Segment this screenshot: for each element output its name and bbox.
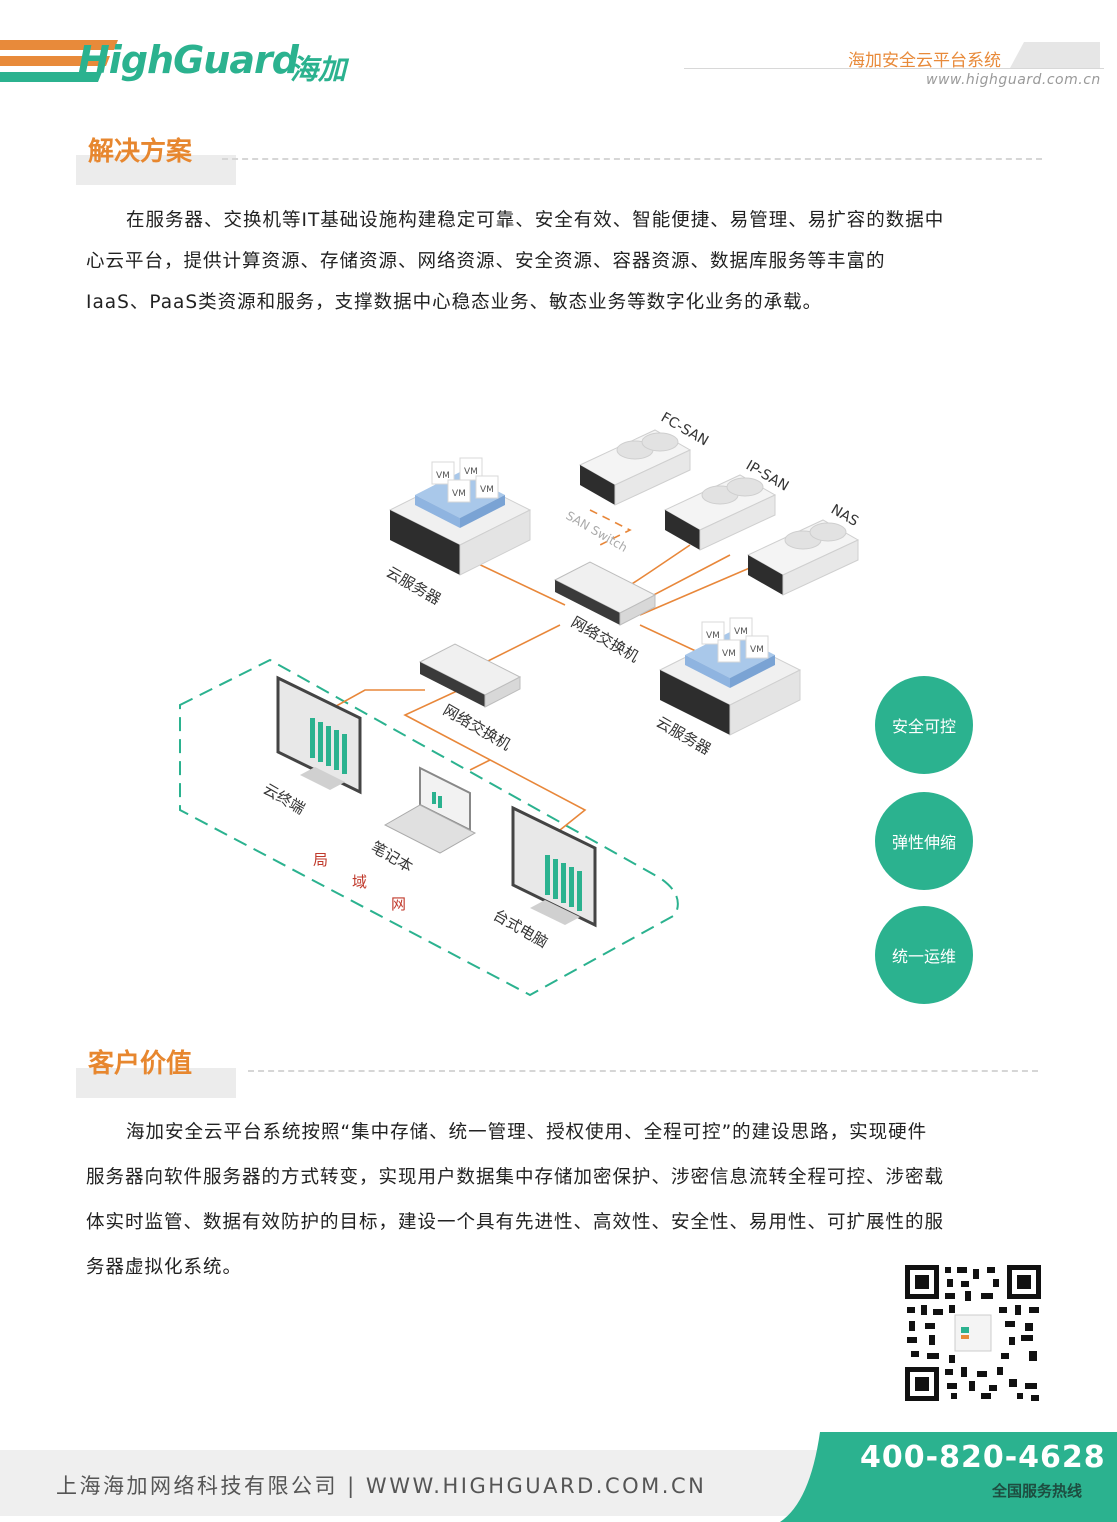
vm-label: VM	[734, 627, 748, 637]
cloud-server-1	[388, 457, 532, 576]
vm-label: VM	[750, 645, 764, 655]
solution-line: 在服务器、交换机等IT基础设施构建稳定可靠、安全有效、智能便捷、易管理、易扩容的…	[126, 210, 945, 231]
vm-label: VM	[722, 649, 736, 659]
value-line: 务器虚拟化系统。	[86, 1257, 243, 1278]
network-diagram: FC-SAN IP-SAN NAS SAN Switch 云服务器 网络交换机 …	[179, 410, 861, 997]
solution-heading-bg	[76, 155, 236, 185]
value-line: 服务器向软件服务器的方式转变，实现用户数据集中存储加密保护、涉密信息流转全程可控…	[86, 1167, 945, 1188]
switch-2-label: 网络交换机	[440, 701, 514, 754]
network-switch-1	[553, 561, 657, 626]
solution-divider	[222, 158, 1042, 160]
feature-unified-ops: 统一运维	[875, 906, 973, 1004]
vm-label: VM	[452, 489, 466, 499]
hotline-label: 全国服务热线	[992, 1482, 1083, 1500]
vm-label: VM	[464, 467, 478, 477]
value-line: 海加安全云平台系统按照“集中存储、统一管理、授权使用、全程可控”的建设思路，实现…	[126, 1122, 928, 1143]
value-heading-bg	[76, 1068, 236, 1098]
header-slash-decoration	[1010, 42, 1100, 68]
footer-hotline-panel	[780, 1432, 1117, 1522]
san-switch-label: SAN Switch	[564, 508, 630, 554]
network-switch-2	[418, 643, 522, 708]
cloud-server-2	[658, 617, 802, 736]
header-divider	[684, 68, 1104, 69]
vm-label: VM	[436, 471, 450, 481]
laptop-label: 笔记本	[368, 838, 416, 876]
lan-label-1: 局	[313, 851, 328, 869]
value-paragraph: 海加安全云平台系统按照“集中存储、统一管理、授权使用、全程可控”的建设思路，实现…	[86, 1110, 1046, 1290]
laptop	[383, 766, 477, 854]
desktop-monitor	[511, 805, 597, 928]
cloud-terminal-label: 云终端	[260, 780, 308, 818]
logo-chinese: 海加	[290, 53, 347, 86]
lan-boundary	[179, 658, 679, 997]
logo-wordmark: HighGuard	[78, 38, 299, 82]
solution-line: IaaS、PaaS类资源和服务，支撑数据中心稳态业务、敏态业务等数字化业务的承载…	[86, 292, 823, 313]
lan-label-2: 域	[352, 873, 367, 891]
cloud-server-1-label: 云服务器	[383, 563, 444, 609]
cloud-terminal-monitor	[276, 675, 362, 795]
nas-storage	[746, 519, 860, 596]
hotline-phone[interactable]: 400-820-4628	[860, 1440, 1106, 1475]
header-url: www.highguard.com.cn	[926, 72, 1101, 88]
solution-paragraph: 在服务器、交换机等IT基础设施构建稳定可靠、安全有效、智能便捷、易管理、易扩容的…	[86, 200, 1046, 323]
switch-1-label: 网络交换机	[568, 613, 642, 666]
vm-label: VM	[480, 485, 494, 495]
solution-heading: 解决方案	[88, 137, 193, 167]
logo-stripes	[0, 40, 118, 82]
value-divider	[248, 1070, 1038, 1072]
qr-code[interactable]	[905, 1265, 1041, 1401]
fc-san-storage	[578, 429, 692, 506]
lan-label-3: 网	[391, 895, 406, 913]
solution-line: 心云平台，提供计算资源、存储资源、网络资源、安全资源、容器资源、数据库服务等丰富…	[86, 251, 886, 272]
feature-security: 安全可控	[875, 676, 973, 774]
san-switch-link	[589, 509, 632, 546]
vm-label: VM	[706, 631, 720, 641]
value-line: 体实时监管、数据有效防护的目标，建设一个具有先进性、高效性、安全性、易用性、可扩…	[86, 1212, 945, 1233]
feature-elasticity: 弹性伸缩	[875, 792, 973, 890]
ip-san-storage	[663, 474, 777, 551]
value-heading: 客户价值	[88, 1049, 193, 1079]
footer-company: 上海海加网络科技有限公司 | WWW.HIGHGUARD.COM.CN	[56, 1474, 707, 1498]
header-title: 海加安全云平台系统	[848, 51, 1001, 71]
